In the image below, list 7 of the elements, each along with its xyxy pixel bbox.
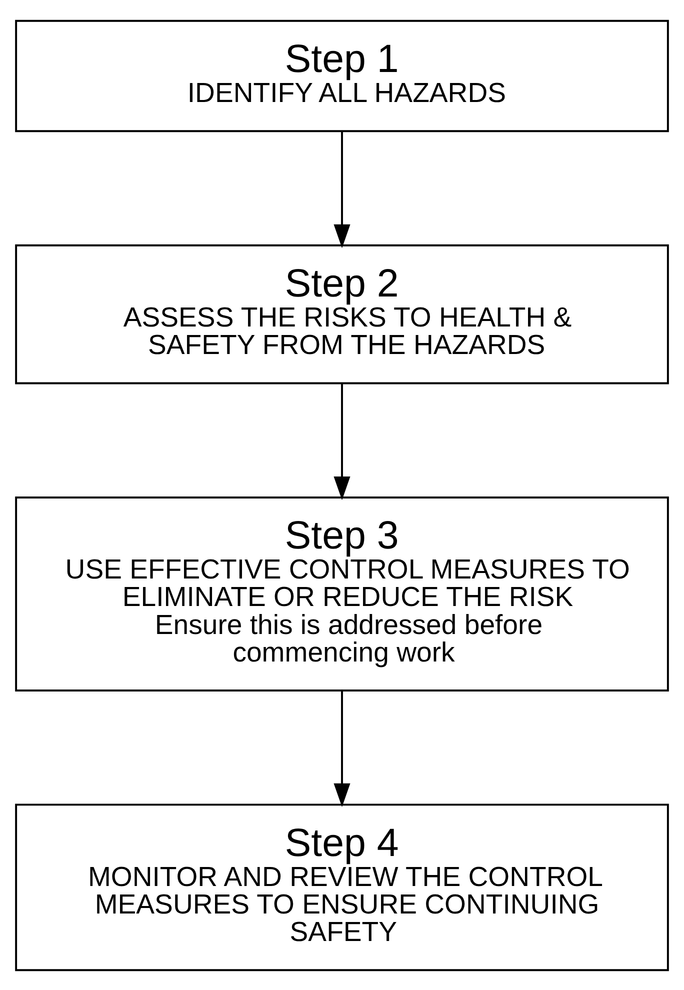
arrow (334, 690, 350, 807)
arrow (334, 130, 350, 248)
node-box: Step 1 IDENTIFY ALL HAZARDS (15, 19, 669, 132)
arrow (334, 383, 350, 500)
node-box: Step 3 USE EFFECTIVE CONTROL MEASURES TO ELIMINATE OR REDUCE THE RISK Ensure this is addressed before commencing work (15, 496, 669, 691)
node-box: Step 2 ASSESS THE RISKS TO HEALTH & SAFETY FROM THE HAZARDS (15, 244, 669, 384)
node-box: Step 4 MONITOR AND REVIEW THE CONTROL MEASURES TO ENSURE CONTINUING SAFETY (15, 803, 669, 971)
